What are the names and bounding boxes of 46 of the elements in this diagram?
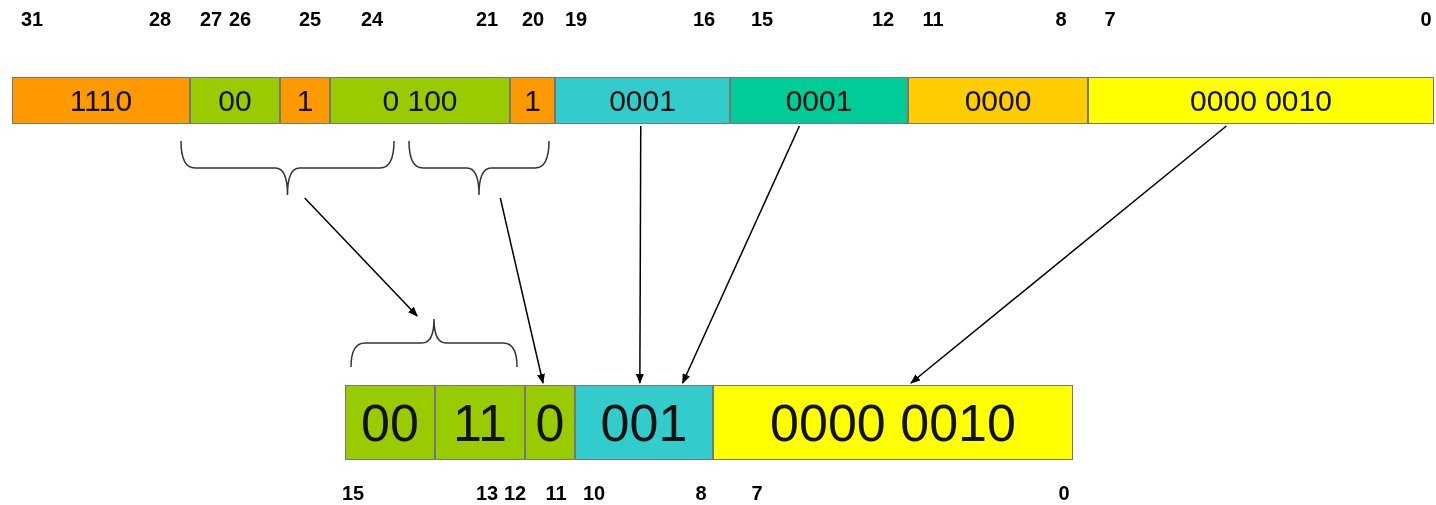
- bit-field-box: 1: [510, 77, 555, 124]
- bit-field-box: 00: [190, 77, 280, 124]
- bit-field-box: 00: [345, 385, 435, 460]
- bit-number: 15: [750, 8, 774, 31]
- bit-field-box: 001: [575, 385, 713, 460]
- bit-number: 15: [341, 482, 365, 505]
- bit-number: 7: [1104, 8, 1116, 31]
- arrow: [499, 197, 545, 384]
- arrow: [303, 197, 418, 317]
- bit-number: 11: [545, 482, 567, 505]
- bit-number: 25: [298, 8, 322, 31]
- bit-number: 8: [1055, 8, 1067, 31]
- bit-field-box: 0: [525, 385, 575, 460]
- curly-brace: [180, 140, 395, 196]
- bit-number: 12: [503, 482, 527, 505]
- bit-number: 13: [475, 482, 499, 505]
- bit-number: 24: [360, 8, 384, 31]
- bit-number: 31: [20, 8, 44, 31]
- bit-number: 28: [148, 8, 172, 31]
- bit-number: 7: [751, 482, 763, 505]
- bit-field-box: 0001: [555, 77, 730, 124]
- bit-field-box: 0000: [908, 77, 1088, 124]
- bit-field-box: 1: [280, 77, 330, 124]
- bit-field-box: 0000 0010: [1088, 77, 1434, 124]
- bit-field-box: 1110: [12, 77, 190, 124]
- bit-number: 0: [1058, 482, 1070, 505]
- bit-number: 16: [692, 8, 716, 31]
- bit-number: 11: [922, 8, 944, 31]
- bit-number: 27: [199, 8, 223, 31]
- curly-brace: [350, 318, 518, 368]
- bit-number: 20: [521, 8, 545, 31]
- arrow: [681, 125, 801, 384]
- bit-number: 0: [1420, 8, 1432, 31]
- bit-number: 26: [228, 8, 252, 31]
- curly-brace: [408, 140, 550, 196]
- arrow: [635, 125, 644, 384]
- bit-number: 21: [475, 8, 499, 31]
- bit-field-box: 0 100: [330, 77, 510, 124]
- bit-number: 19: [564, 8, 588, 31]
- bit-number: 10: [582, 482, 606, 505]
- arrow: [910, 125, 1228, 384]
- bit-field-box: 0001: [730, 77, 908, 124]
- bit-number: 8: [695, 482, 707, 505]
- bit-number: 12: [871, 8, 895, 31]
- bit-field-box: 11: [435, 385, 525, 460]
- bit-field-box: 0000 0010: [713, 385, 1073, 460]
